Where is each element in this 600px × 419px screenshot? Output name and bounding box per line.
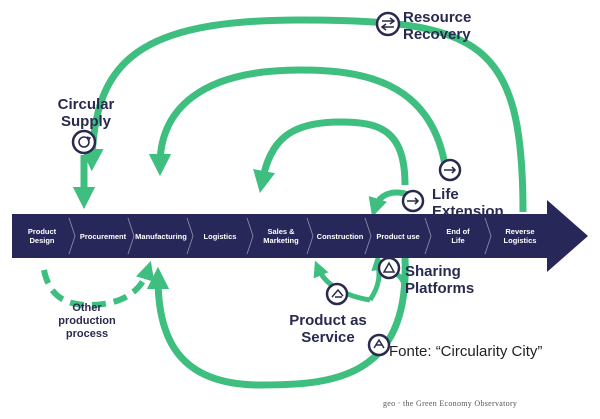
- product-as-service-loop: [146, 257, 409, 389]
- stage-separator: [246, 217, 254, 255]
- resource-recovery-label: Resource Recovery: [403, 9, 472, 43]
- stage-separator: [186, 217, 194, 255]
- stage-separator: [484, 217, 492, 255]
- circular-supply-icon: [71, 129, 97, 155]
- product-service-icon: [325, 282, 349, 306]
- resource-recovery-loop: [81, 16, 527, 213]
- sharing-loop-right: [367, 254, 388, 302]
- remanufacture-loop: [253, 118, 409, 194]
- service-icon: [367, 333, 391, 357]
- sharing-platforms-label: Sharing Platforms: [405, 263, 475, 297]
- footer-credit: geo · the Green Economy Observatory: [383, 399, 518, 408]
- stage-separator: [127, 217, 135, 255]
- life-extension-icon: [438, 158, 462, 182]
- life-extension-label: Life Extension: [432, 186, 504, 220]
- stage-separator: [68, 217, 76, 255]
- value-chain-bar: [12, 214, 547, 258]
- stage-separator: [364, 217, 372, 255]
- stage-label-5: Construction: [317, 232, 364, 241]
- product-use-icon: [401, 189, 425, 213]
- other-production-process-label: Other production process: [58, 302, 116, 340]
- product-as-service-label: Product as Service: [289, 312, 367, 346]
- value-chain-arrowhead: [547, 200, 588, 272]
- source-note: Fonte: “Circularity City”: [389, 343, 543, 360]
- stage-label-3: Logistics: [204, 232, 237, 241]
- circular-supply-label: Circular Supply: [57, 96, 115, 130]
- stage-label-4: Sales &Marketing: [263, 227, 299, 245]
- sharing-icon: [377, 256, 401, 280]
- stage-label-6: Product use: [376, 232, 419, 241]
- stage-separator: [306, 217, 314, 255]
- stage-label-1: Procurement: [80, 232, 127, 241]
- stage-label-2: Manufacturing: [135, 232, 187, 241]
- other-production-loop: [41, 260, 155, 309]
- recovery-icon: [375, 11, 401, 37]
- life-extension-loop: [148, 66, 449, 177]
- stage-separator: [424, 217, 432, 255]
- stage-separators: [68, 217, 492, 255]
